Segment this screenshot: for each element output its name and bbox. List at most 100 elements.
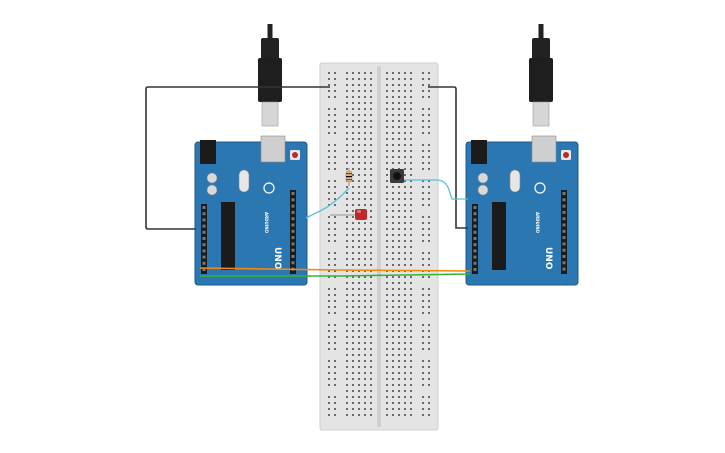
breadboard-hole bbox=[328, 108, 330, 110]
breadboard-hole bbox=[346, 348, 348, 350]
breadboard-hole bbox=[398, 126, 400, 128]
atmega-chip bbox=[221, 202, 235, 270]
breadboard-hole bbox=[334, 234, 336, 236]
breadboard-hole bbox=[404, 234, 406, 236]
breadboard-hole bbox=[328, 396, 330, 398]
breadboard-hole bbox=[392, 246, 394, 248]
header-pin bbox=[202, 230, 206, 234]
breadboard-hole bbox=[410, 312, 412, 314]
breadboard-hole bbox=[428, 378, 430, 380]
breadboard-hole bbox=[346, 84, 348, 86]
breadboard-hole bbox=[352, 246, 354, 248]
breadboard-hole bbox=[398, 366, 400, 368]
breadboard-hole bbox=[404, 330, 406, 332]
breadboard-hole bbox=[364, 228, 366, 230]
breadboard-hole bbox=[358, 186, 360, 188]
breadboard-hole bbox=[328, 126, 330, 128]
breadboard-hole bbox=[370, 96, 372, 98]
board-model-label: UNO bbox=[272, 247, 282, 270]
breadboard-hole bbox=[328, 366, 330, 368]
breadboard-hole bbox=[346, 192, 348, 194]
breadboard-hole bbox=[422, 108, 424, 110]
breadboard-hole bbox=[352, 312, 354, 314]
breadboard-hole bbox=[422, 162, 424, 164]
breadboard-hole bbox=[392, 162, 394, 164]
breadboard-hole bbox=[334, 84, 336, 86]
breadboard-hole bbox=[392, 306, 394, 308]
breadboard-hole bbox=[410, 162, 412, 164]
breadboard-hole bbox=[404, 120, 406, 122]
breadboard-hole bbox=[428, 108, 430, 110]
breadboard-hole bbox=[358, 228, 360, 230]
header-pin bbox=[473, 261, 477, 265]
breadboard-hole bbox=[328, 270, 330, 272]
breadboard-hole bbox=[398, 336, 400, 338]
breadboard-hole bbox=[410, 288, 412, 290]
breadboard-hole bbox=[352, 384, 354, 386]
header-pin bbox=[562, 217, 566, 221]
breadboard-hole bbox=[386, 168, 388, 170]
breadboard-hole bbox=[328, 276, 330, 278]
breadboard-hole bbox=[352, 90, 354, 92]
breadboard-hole bbox=[346, 198, 348, 200]
breadboard-hole bbox=[422, 348, 424, 350]
breadboard-hole bbox=[352, 114, 354, 116]
breadboard-hole bbox=[386, 282, 388, 284]
breadboard-hole bbox=[398, 318, 400, 320]
breadboard-hole bbox=[428, 258, 430, 260]
breadboard-hole bbox=[334, 132, 336, 134]
breadboard-hole bbox=[428, 372, 430, 374]
breadboard-hole bbox=[346, 168, 348, 170]
breadboard-hole bbox=[328, 192, 330, 194]
breadboard-hole bbox=[422, 84, 424, 86]
breadboard-hole bbox=[334, 402, 336, 404]
breadboard-hole bbox=[410, 402, 412, 404]
breadboard-hole bbox=[410, 366, 412, 368]
breadboard-hole bbox=[358, 312, 360, 314]
breadboard-hole bbox=[352, 258, 354, 260]
breadboard-hole bbox=[358, 246, 360, 248]
breadboard-hole bbox=[346, 402, 348, 404]
breadboard-hole bbox=[370, 294, 372, 296]
breadboard-hole bbox=[334, 198, 336, 200]
breadboard-hole bbox=[334, 378, 336, 380]
breadboard-hole bbox=[358, 336, 360, 338]
header-pin bbox=[562, 248, 566, 252]
breadboard-hole bbox=[398, 396, 400, 398]
breadboard-hole bbox=[370, 372, 372, 374]
breadboard-hole bbox=[364, 384, 366, 386]
breadboard-hole bbox=[428, 396, 430, 398]
breadboard-hole bbox=[370, 318, 372, 320]
breadboard-hole bbox=[352, 408, 354, 410]
board-model-label: UNO bbox=[543, 247, 553, 270]
breadboard-hole bbox=[392, 264, 394, 266]
header-pin bbox=[473, 230, 477, 234]
breadboard-hole bbox=[392, 390, 394, 392]
breadboard-hole bbox=[404, 252, 406, 254]
breadboard-hole bbox=[386, 306, 388, 308]
breadboard-hole bbox=[352, 180, 354, 182]
breadboard-hole bbox=[386, 288, 388, 290]
breadboard-hole bbox=[370, 300, 372, 302]
capacitor-2 bbox=[477, 184, 489, 196]
breadboard-hole bbox=[422, 150, 424, 152]
breadboard-hole bbox=[392, 114, 394, 116]
breadboard-hole bbox=[392, 300, 394, 302]
breadboard-hole bbox=[422, 330, 424, 332]
breadboard-hole bbox=[386, 120, 388, 122]
breadboard-hole bbox=[352, 222, 354, 224]
breadboard-hole bbox=[392, 240, 394, 242]
breadboard-hole bbox=[404, 96, 406, 98]
breadboard-hole bbox=[358, 252, 360, 254]
board-brand-label: ARDUINO bbox=[535, 212, 540, 234]
breadboard-hole bbox=[364, 312, 366, 314]
breadboard-hole bbox=[358, 366, 360, 368]
breadboard-hole bbox=[422, 114, 424, 116]
breadboard-hole bbox=[392, 216, 394, 218]
breadboard-hole bbox=[398, 150, 400, 152]
breadboard-hole bbox=[398, 102, 400, 104]
header-pin bbox=[473, 243, 477, 247]
breadboard-hole bbox=[398, 246, 400, 248]
header-pin bbox=[473, 206, 477, 209]
breadboard-hole bbox=[386, 354, 388, 356]
